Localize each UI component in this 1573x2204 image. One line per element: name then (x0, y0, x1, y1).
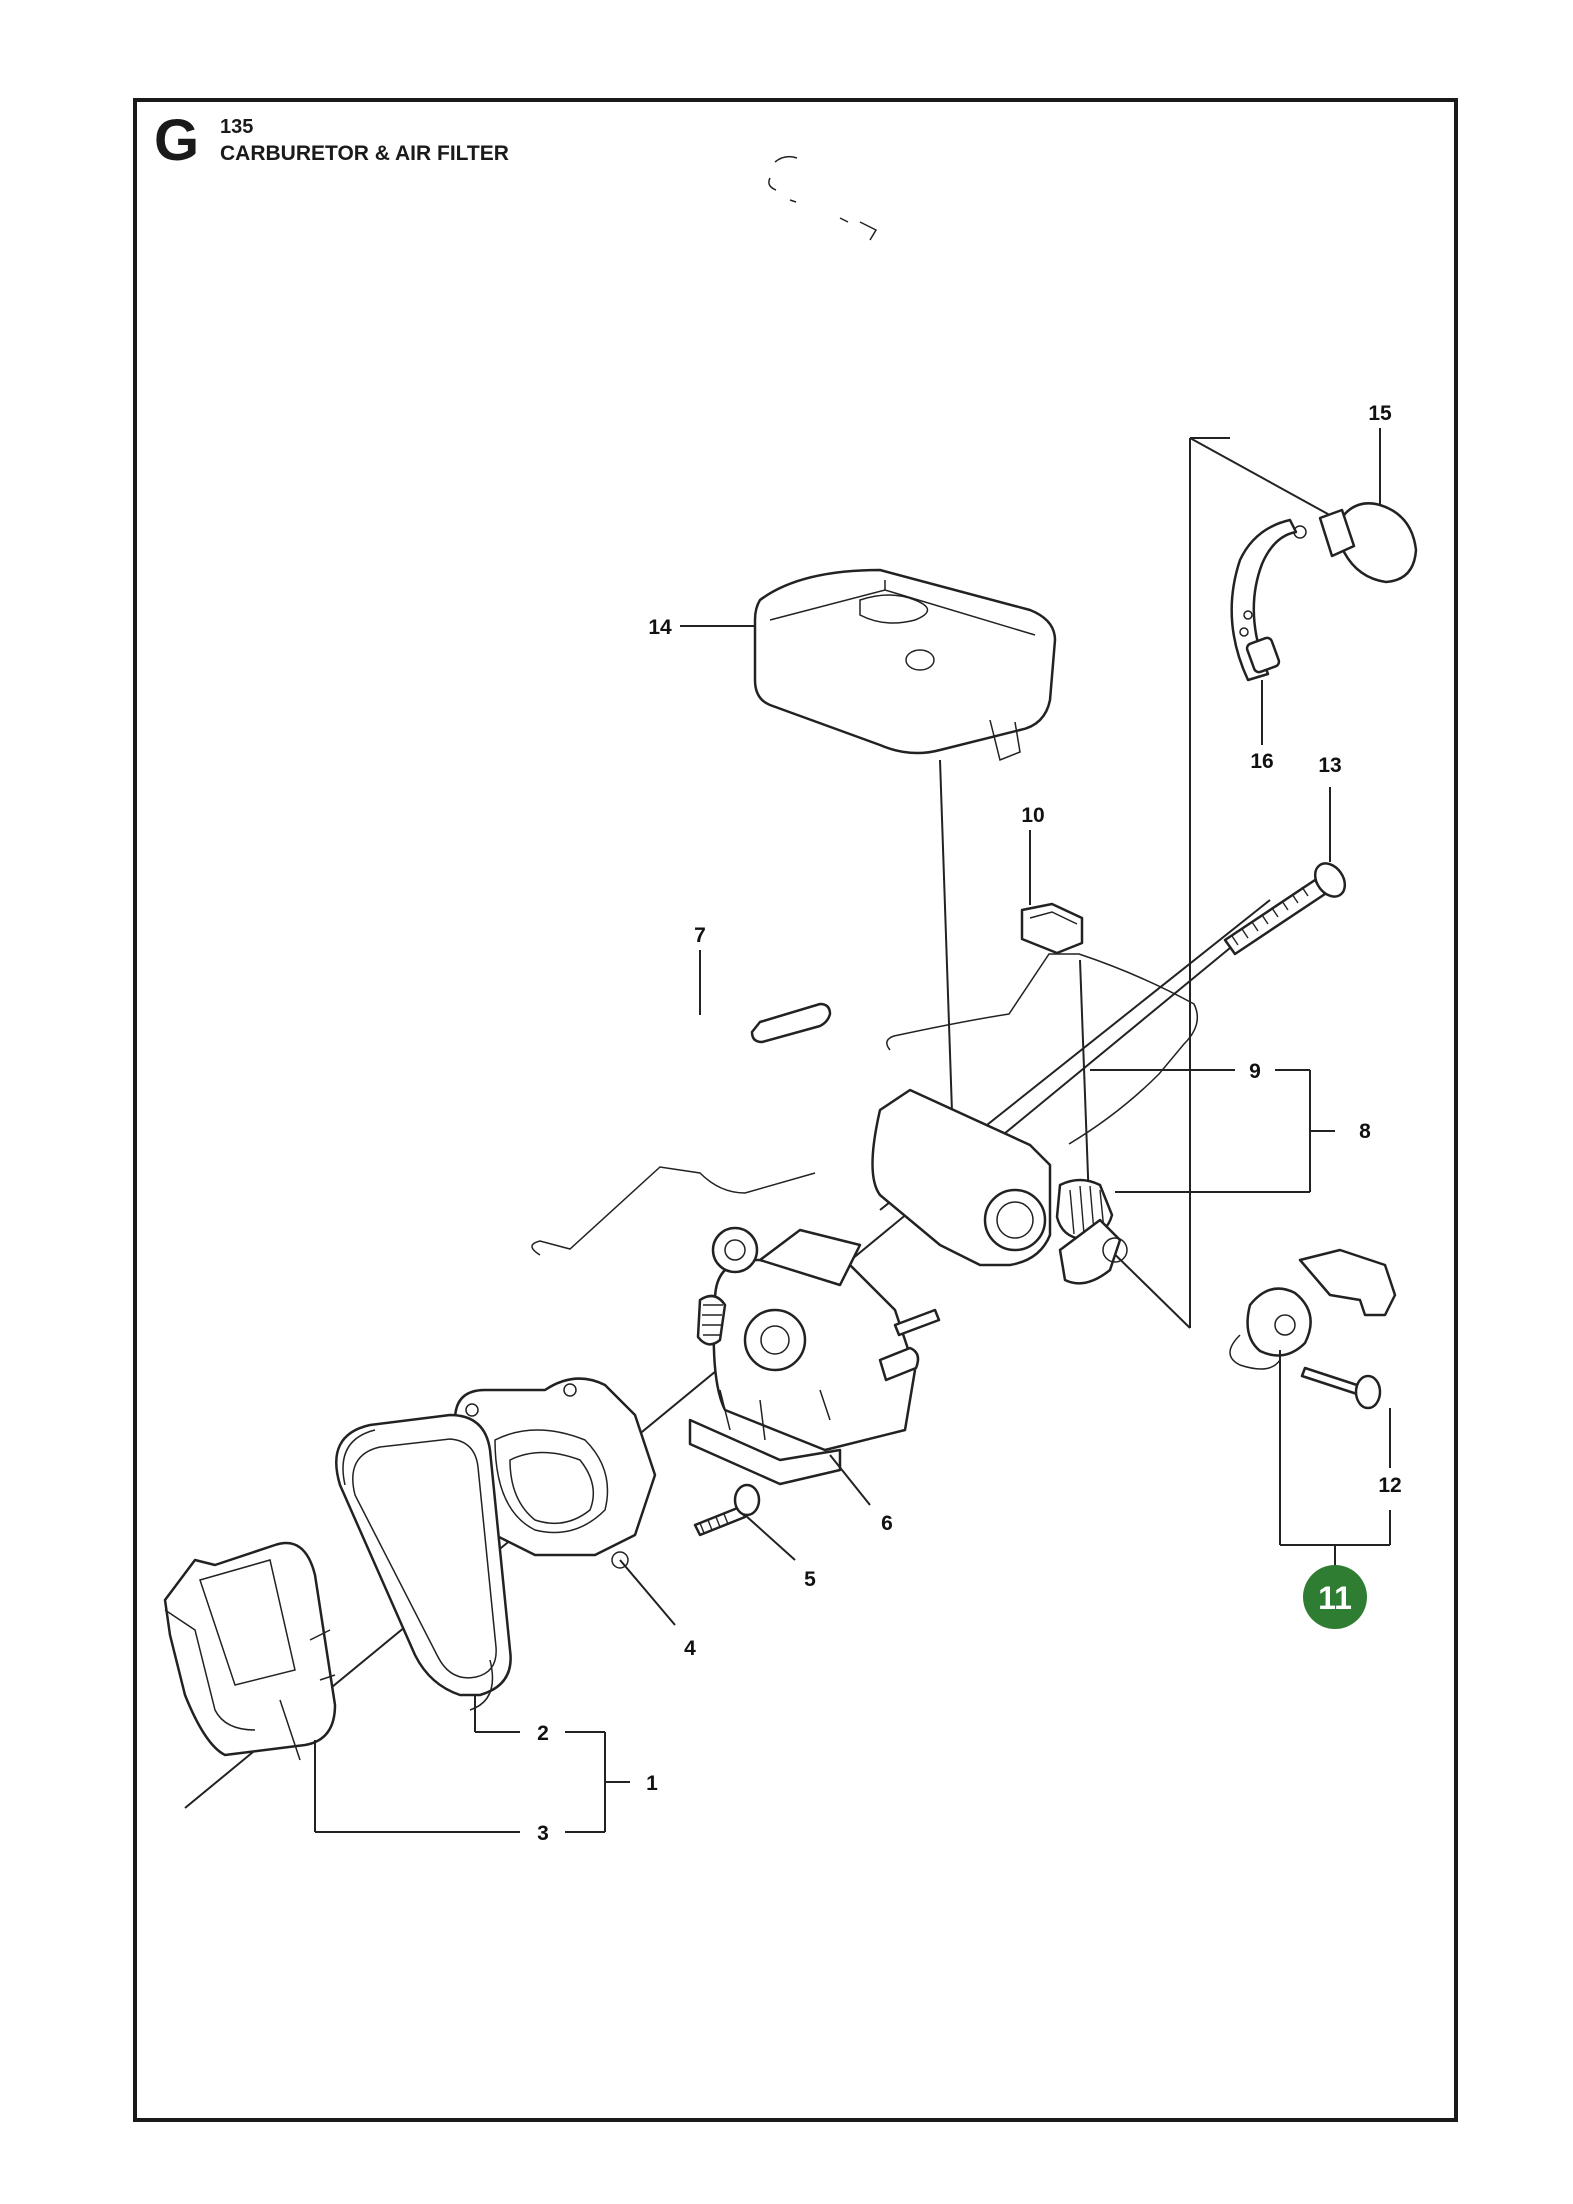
part-9-wire-bracket[interactable] (886, 953, 1199, 1145)
part-6-carburetor[interactable] (688, 1226, 941, 1486)
page-frame (133, 98, 1458, 2122)
part-11-choke-lever[interactable] (1229, 1248, 1397, 1370)
callout-6[interactable]: 6 (881, 1512, 893, 1535)
part-7-throttle-rod[interactable] (531, 1002, 832, 1256)
callout-12[interactable]: 12 (1378, 1474, 1401, 1497)
part-14-filter-cover[interactable] (753, 568, 1057, 762)
part-10-clip[interactable] (1020, 902, 1084, 955)
callout-5[interactable]: 5 (804, 1568, 816, 1591)
callout-11-highlight[interactable]: 11 (1303, 1565, 1367, 1629)
callout-labels: 1 2 3 4 5 6 7 8 9 10 12 13 14 15 16 (537, 402, 1402, 1845)
model-number: 135 (220, 116, 254, 138)
callout-13[interactable]: 13 (1318, 754, 1341, 777)
part-8-intake-adapter[interactable] (871, 1088, 1128, 1285)
callout-15[interactable]: 15 (1368, 402, 1392, 425)
callout-3[interactable]: 3 (537, 1822, 549, 1845)
section-letter: G (154, 108, 200, 173)
part-5-screw[interactable] (693, 1483, 761, 1537)
callout-7[interactable]: 7 (694, 924, 706, 947)
callout-8[interactable]: 8 (1359, 1120, 1371, 1143)
callout-11[interactable]: 11 (1318, 1580, 1352, 1616)
part-16-fuel-hose[interactable] (1230, 518, 1298, 682)
callout-4[interactable]: 4 (684, 1637, 696, 1660)
highlight-badge (1303, 1565, 1367, 1629)
callout-14[interactable]: 14 (648, 616, 672, 639)
part-13-long-bolt[interactable] (1223, 858, 1351, 956)
callout-16[interactable]: 16 (1250, 750, 1273, 773)
section-title: CARBURETOR & AIR FILTER (220, 142, 509, 165)
part-12-screw[interactable] (1300, 1366, 1382, 1410)
part-3-filter-holder[interactable] (163, 1541, 337, 1761)
header-scribble (768, 155, 878, 241)
callout-1[interactable]: 1 (646, 1772, 658, 1795)
part-2-air-filter[interactable] (335, 1413, 512, 1711)
part-15-primer-bulb[interactable] (1293, 502, 1418, 584)
callout-2[interactable]: 2 (537, 1722, 549, 1745)
callout-9[interactable]: 9 (1249, 1060, 1261, 1083)
callout-10[interactable]: 10 (1021, 804, 1044, 827)
callout-leaders (314, 428, 1391, 1833)
